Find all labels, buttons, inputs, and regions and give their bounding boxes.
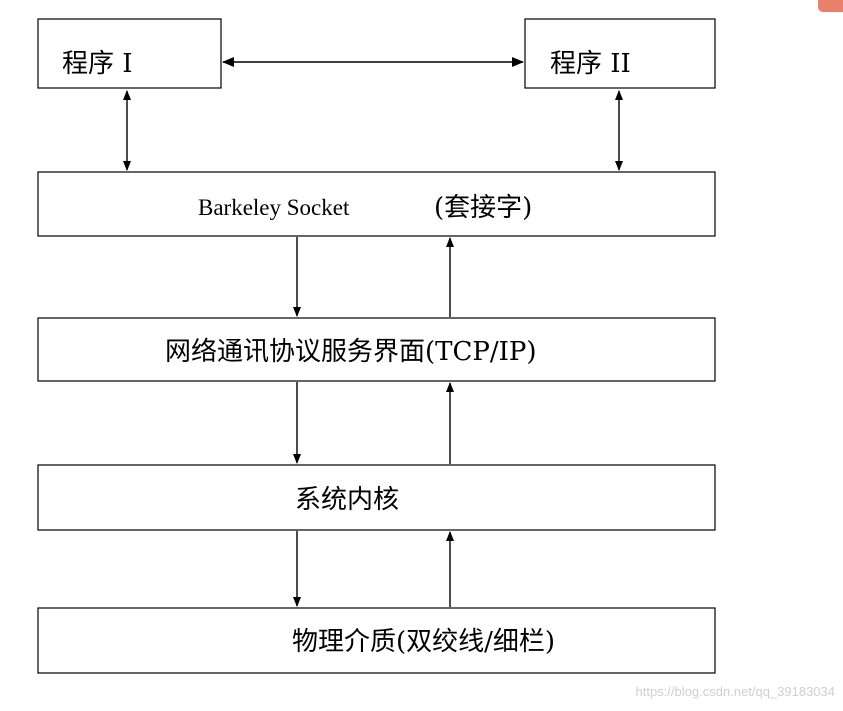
program-1-label: 程序 I	[62, 49, 133, 79]
kernel-layer: 系统内核	[37, 464, 716, 531]
corner-badge-fragment	[818, 0, 843, 12]
program-2-node: 程序 II	[524, 18, 716, 89]
socket-label-en: Barkeley Socket	[198, 195, 350, 220]
socket-box	[37, 171, 716, 237]
tcpip-label: 网络通讯协议服务界面(TCP/IP)	[165, 337, 537, 367]
program-2-label: 程序 II	[550, 49, 631, 79]
watermark-url: https://blog.csdn.net/qq_39183034	[636, 684, 836, 699]
physical-box	[37, 607, 716, 674]
physical-label: 物理介质(双绞线/细栏)	[292, 627, 555, 657]
socket-label-cn: (套接字)	[434, 193, 532, 223]
kernel-box	[37, 464, 716, 531]
kernel-label: 系统内核	[295, 485, 399, 515]
tcpip-layer: 网络通讯协议服务界面(TCP/IP)	[37, 317, 716, 382]
socket-layer: Barkeley Socket (套接字)	[37, 171, 716, 237]
program-1-box	[37, 18, 222, 89]
program-2-box	[524, 18, 716, 89]
program-1-node: 程序 I	[37, 18, 222, 89]
physical-layer: 物理介质(双绞线/细栏)	[37, 607, 716, 674]
tcpip-box	[37, 317, 716, 382]
